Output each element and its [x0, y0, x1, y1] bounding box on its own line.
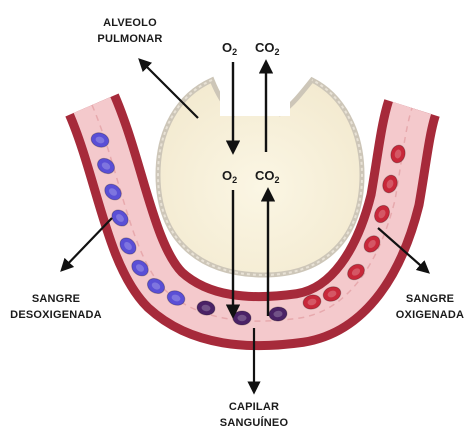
desox-label-line1: SANGRE — [32, 293, 80, 305]
capilar-label-line1: CAPILAR — [229, 401, 279, 413]
blood-cell-transition — [233, 311, 251, 325]
alveolo-pointer — [140, 60, 198, 118]
desox-label-line2: DESOXIGENADA — [10, 309, 102, 321]
co2-label-top: CO2 — [255, 40, 280, 57]
oxig-label-line2: OXIGENADA — [396, 309, 464, 321]
oxig-label-line1: SANGRE — [406, 293, 454, 305]
capilar-label-line2: SANGUÍNEO — [220, 416, 289, 429]
alveolo-label-line1: ALVEOLO — [103, 17, 157, 29]
alveolo-label-line2: PULMONAR — [97, 33, 162, 45]
desox-pointer — [62, 218, 112, 270]
o2-label-top: O2 — [222, 40, 237, 57]
